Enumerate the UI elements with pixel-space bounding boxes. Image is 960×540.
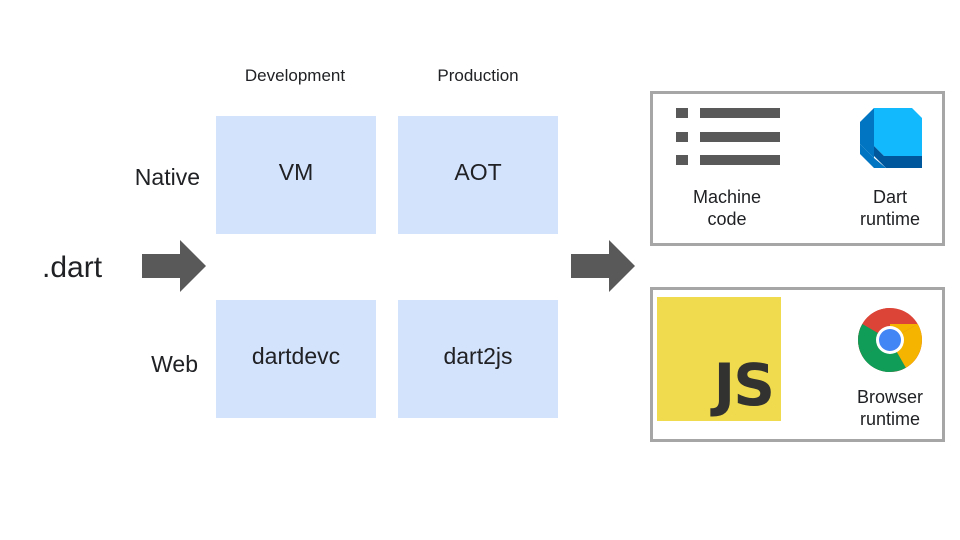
javascript-logo-icon: JS — [657, 297, 781, 421]
arrow-right-icon — [142, 240, 206, 292]
cell-web-production: dart2js — [398, 300, 558, 418]
cell-native-production-label: AOT — [454, 158, 502, 185]
cell-native-development: VM — [216, 116, 376, 234]
source-file-label: .dart — [42, 251, 103, 284]
row-label-native: Native — [134, 164, 200, 190]
cell-native-production: AOT — [398, 116, 558, 234]
cell-web-production-label: dart2js — [443, 342, 513, 369]
list-icon — [676, 108, 780, 165]
dart-runtime-label: Dart runtime — [859, 187, 921, 229]
dart-logo-icon — [860, 108, 922, 168]
cell-native-development-label: VM — [278, 158, 314, 185]
row-label-web: Web — [151, 351, 198, 377]
arrow-right-icon — [571, 240, 635, 292]
machine-code-label: Machine code — [692, 187, 762, 229]
javascript-logo-text: JS — [713, 351, 775, 419]
browser-runtime-label: Browser runtime — [856, 387, 923, 429]
cell-web-development: dartdevc — [216, 300, 376, 418]
cell-web-development-label: dartdevc — [251, 342, 341, 369]
column-header-production: Production — [437, 66, 519, 85]
chrome-logo-icon — [858, 308, 922, 372]
column-header-development: Development — [244, 66, 346, 85]
